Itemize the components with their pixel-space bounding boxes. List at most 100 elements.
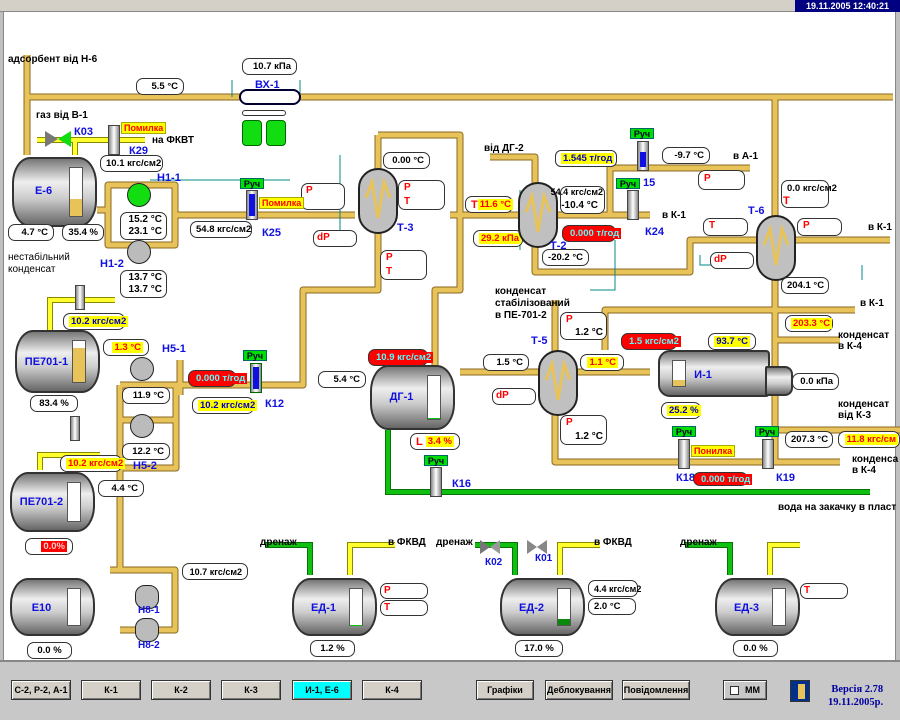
nav-button-k2[interactable]: К-2 — [151, 680, 211, 700]
k25-manual-button[interactable]: Руч — [240, 178, 264, 189]
mm-checkbox[interactable]: ММ — [723, 680, 767, 700]
k24-manual-button[interactable]: Руч — [616, 178, 640, 189]
ed2-temp: 2.0 °C — [588, 598, 636, 615]
ed3-tag: ЕД-3 — [734, 601, 759, 614]
valve-k03-icon[interactable] — [45, 131, 58, 147]
nav-button-k3[interactable]: К-3 — [221, 680, 281, 700]
vessel-ed1[interactable]: ЕД-1 — [292, 578, 377, 636]
ed2-tag: ЕД-2 — [519, 601, 544, 614]
mm-label: ММ — [745, 685, 760, 695]
flowmeter-k12[interactable] — [250, 363, 262, 393]
nav-button-k4[interactable]: К-4 — [362, 680, 422, 700]
nav-button-k1[interactable]: К-1 — [81, 680, 141, 700]
k18-tag: К18 — [676, 472, 695, 484]
flowmeter-k29[interactable] — [108, 125, 120, 155]
exit-door-icon[interactable] — [790, 680, 810, 702]
t5-dp-box: dP — [492, 388, 536, 405]
a1-p-box: P — [698, 170, 745, 190]
top-line-temp: 5.5 °C — [136, 78, 184, 95]
water-label: вода на закачку в пласт — [778, 502, 897, 513]
vessel-ed3[interactable]: ЕД-3 — [715, 578, 800, 636]
k25-pressure: 54.8 кгс/см2 — [190, 221, 252, 238]
k01-tag: К01 — [535, 553, 553, 564]
k19-tag: К19 — [776, 472, 795, 484]
bx1-dp-value: 10.7 кПа — [242, 58, 297, 75]
vessel-ed2[interactable]: ЕД-2 — [500, 578, 585, 636]
to-k1-label-a: в К-1 — [662, 210, 686, 221]
e6-level: 35.4 % — [62, 224, 104, 241]
e6-temp: 4.7 °C — [8, 224, 54, 241]
heat-exchanger-t2[interactable] — [518, 182, 558, 248]
flowmeter-k18[interactable] — [678, 439, 690, 469]
k25-error-badge: Помилка — [259, 197, 305, 209]
unlock-button[interactable]: Деблокування — [545, 680, 613, 700]
pump-h12[interactable] — [127, 240, 151, 264]
flowmeter-pe1[interactable] — [75, 285, 85, 310]
vessel-pe701-2[interactable]: ПЕ701-2 — [10, 472, 95, 532]
vessel-i1[interactable]: И-1 — [658, 350, 770, 397]
fan-icon — [242, 110, 286, 146]
k203-temp: 203.3 °C — [785, 315, 833, 332]
valve-k02-icon[interactable] — [480, 540, 500, 554]
datetime: 19.11.2005 12:40:21 — [795, 0, 900, 12]
vessel-e6[interactable]: Е-6 — [12, 157, 97, 227]
nav-button-i1-e6[interactable]: И-1, Е-6 — [292, 680, 352, 700]
ed1-level: 1.2 % — [310, 640, 355, 657]
k29-pressure: 10.1 кгс/см2 — [100, 155, 163, 172]
e10-level: 0.0 % — [27, 642, 72, 659]
drain2-label: дренаж — [436, 537, 473, 548]
vessel-dg1[interactable]: ДГ-1 — [370, 365, 455, 430]
messages-button[interactable]: Повідомлення — [622, 680, 690, 700]
ed2-level-fill — [558, 618, 570, 625]
flowmeter-k15[interactable] — [637, 141, 649, 171]
vessel-e10[interactable]: Е10 — [10, 578, 95, 636]
flowmeter-k16[interactable] — [430, 467, 442, 497]
flowmeter-k25[interactable] — [246, 190, 258, 220]
version-date: 19.11.2005р. — [828, 697, 884, 708]
valve-k01-icon[interactable] — [527, 540, 547, 554]
gas-v1-label: газ від В-1 — [36, 110, 88, 121]
heat-exchanger-t5[interactable] — [538, 350, 578, 416]
k16-manual-button[interactable]: Руч — [424, 455, 448, 466]
frame-left — [0, 12, 4, 662]
k15-manual-button[interactable]: Руч — [630, 128, 654, 139]
e10-level-gauge — [67, 588, 81, 626]
t6-dp-box: dP — [710, 252, 754, 269]
flowmeter-pe2[interactable] — [70, 416, 80, 441]
pe2-level-gauge — [67, 482, 81, 522]
flowmeter-k24[interactable] — [627, 190, 639, 220]
drain3-label: дренаж — [680, 537, 717, 548]
k19-manual-button[interactable]: Руч — [755, 426, 779, 437]
pump-h82[interactable] — [135, 618, 159, 642]
ed1-tag: ЕД-1 — [311, 601, 336, 614]
pump-h52[interactable] — [130, 414, 154, 438]
h51-tag: Н5-1 — [162, 343, 186, 355]
t6-t-letter: T — [783, 195, 790, 207]
pump-h11[interactable] — [127, 183, 151, 207]
nav-button-c2-p2-a1[interactable]: С-2, Р-2, А-1 — [11, 680, 71, 700]
graphs-button[interactable]: Графіки — [476, 680, 534, 700]
h52-tag: Н5-2 — [133, 460, 157, 472]
vessel-pe701-1[interactable]: ПЕ701-1 — [15, 330, 100, 393]
h12-temp-1: 13.7 °C — [128, 272, 162, 283]
heat-exchanger-t6[interactable] — [756, 215, 796, 281]
k18-manual-button[interactable]: Руч — [672, 426, 696, 437]
to-fkvt-label: на ФКВТ — [152, 135, 194, 146]
k12-manual-button[interactable]: Руч — [243, 350, 267, 361]
t3-top-temp: 0.00 °C — [383, 152, 430, 169]
heat-exchanger-t3[interactable] — [358, 168, 398, 234]
to-a1-label: в А-1 — [733, 151, 759, 162]
flowmeter-k19[interactable] — [762, 439, 774, 469]
pump-h81[interactable] — [135, 585, 159, 609]
h12-temp-2: 13.7 °C — [128, 284, 162, 295]
pump-h51[interactable] — [130, 357, 154, 381]
pe2-tag: ПЕ701-2 — [19, 496, 64, 509]
k24-flow: 0.000 т/год — [562, 225, 622, 242]
fkvd2-label: в ФКВД — [594, 537, 632, 548]
